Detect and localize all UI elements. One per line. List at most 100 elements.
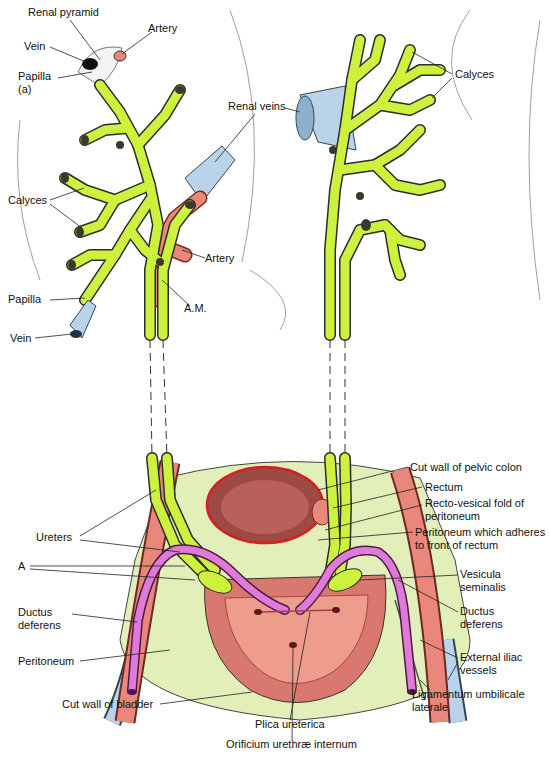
leader-line: [50, 204, 82, 228]
calyx: [390, 230, 400, 275]
leader-line: [318, 467, 408, 490]
calyx: [65, 178, 150, 200]
leader-line: [432, 78, 452, 98]
renal-vein: [296, 96, 314, 140]
duct-end: [127, 689, 137, 695]
calyx: [163, 205, 190, 335]
part-label: Recto-vesical fold of peritoneum: [425, 497, 545, 523]
part-label: Orificium urethræ internum: [226, 738, 357, 751]
leader-line: [80, 490, 156, 536]
leader-line: [50, 298, 85, 300]
ductus-deferens: [300, 550, 412, 690]
calyx: [72, 255, 115, 265]
leader-line: [398, 580, 458, 612]
calyx-end: [116, 141, 124, 149]
calyx-end: [156, 258, 164, 266]
part-label: Calyces: [455, 68, 494, 81]
ductus-deferens: [132, 549, 285, 690]
calyx-tree: [65, 85, 190, 335]
plica-ureterica: [258, 610, 336, 612]
leader-line: [215, 114, 255, 162]
leader-line: [160, 692, 252, 704]
leader-line: [285, 108, 300, 112]
calyx: [130, 230, 160, 262]
leader-line: [50, 188, 84, 200]
calyx: [80, 200, 115, 232]
calyx-ends: [329, 146, 371, 231]
calyx: [85, 128, 128, 140]
leader-line: [448, 662, 458, 680]
kidney-outline: [529, 20, 540, 300]
calyx: [85, 128, 128, 140]
part-label: Peritoneum: [18, 655, 74, 668]
part-label: Ligamentum umbilicale laterale: [412, 688, 550, 714]
calyx: [65, 178, 150, 200]
leader-line: [318, 532, 413, 540]
part-label: Renal pyramid: [28, 6, 99, 19]
ureter: [330, 458, 335, 575]
calyx: [380, 100, 430, 110]
bladder-wall: [205, 575, 386, 703]
calyx: [395, 70, 440, 85]
part-label: A: [18, 560, 25, 573]
calyx: [163, 205, 190, 335]
part-label: Cut wall of pelvic colon: [410, 461, 550, 474]
calyx-end: [361, 219, 371, 231]
part-label: Renal veins: [228, 100, 285, 113]
calyx-end: [68, 260, 76, 270]
leader-lines: [30, 20, 458, 740]
rectum: [207, 467, 323, 543]
calyx-end: [81, 135, 89, 145]
kidney-outline: [230, 10, 255, 262]
calyx: [138, 90, 180, 145]
part-label: Vein: [24, 40, 45, 53]
ductus-deferens: [132, 549, 285, 690]
ductus-deferens: [300, 550, 412, 690]
leader-line: [35, 334, 72, 338]
part-label: A.M.: [184, 302, 207, 315]
leader-line: [122, 32, 152, 54]
urethral-orifice: [289, 642, 297, 648]
leader-line: [80, 650, 170, 661]
leader-line: [80, 540, 180, 552]
calyx: [345, 225, 385, 335]
kidney-outline: [451, 10, 472, 120]
vein-section: [70, 300, 96, 338]
ureter: [330, 458, 335, 575]
leader-line: [58, 72, 92, 78]
calyx-tree: [330, 40, 440, 335]
leader-line: [30, 566, 185, 567]
leader-line: [72, 614, 137, 622]
calyx: [80, 200, 115, 232]
rectum-lumen: [221, 480, 309, 534]
calyx: [375, 165, 440, 190]
leader-line: [412, 52, 452, 74]
leader-line: [70, 20, 100, 60]
leader-line: [50, 47, 86, 62]
calyx-end: [175, 86, 185, 94]
dashed-line: [163, 340, 167, 458]
part-label: Plica ureterica: [255, 718, 325, 731]
part-label: Artery: [205, 252, 234, 265]
leader-line: [325, 505, 422, 530]
dashed-line: [345, 340, 346, 458]
leader-line: [420, 640, 458, 658]
part-label: Ductus deferens: [460, 605, 540, 631]
part-label: External iliac vessels: [460, 651, 548, 677]
calyx-ends: [61, 86, 195, 270]
calyx-end: [329, 146, 337, 154]
part-label: Artery: [148, 22, 177, 35]
renal-vein: [185, 146, 235, 202]
leader-line: [360, 575, 458, 580]
vein-section: [82, 58, 98, 70]
part-label: Vesicula seminalis: [460, 568, 540, 594]
leader-line: [30, 569, 195, 580]
dashed-line: [330, 340, 331, 458]
ureteric-orifice: [332, 607, 340, 613]
ureteric-orifice: [254, 609, 262, 615]
part-label: Ureters: [36, 531, 72, 544]
dashed-line: [150, 340, 152, 458]
calyx-end: [76, 227, 84, 237]
